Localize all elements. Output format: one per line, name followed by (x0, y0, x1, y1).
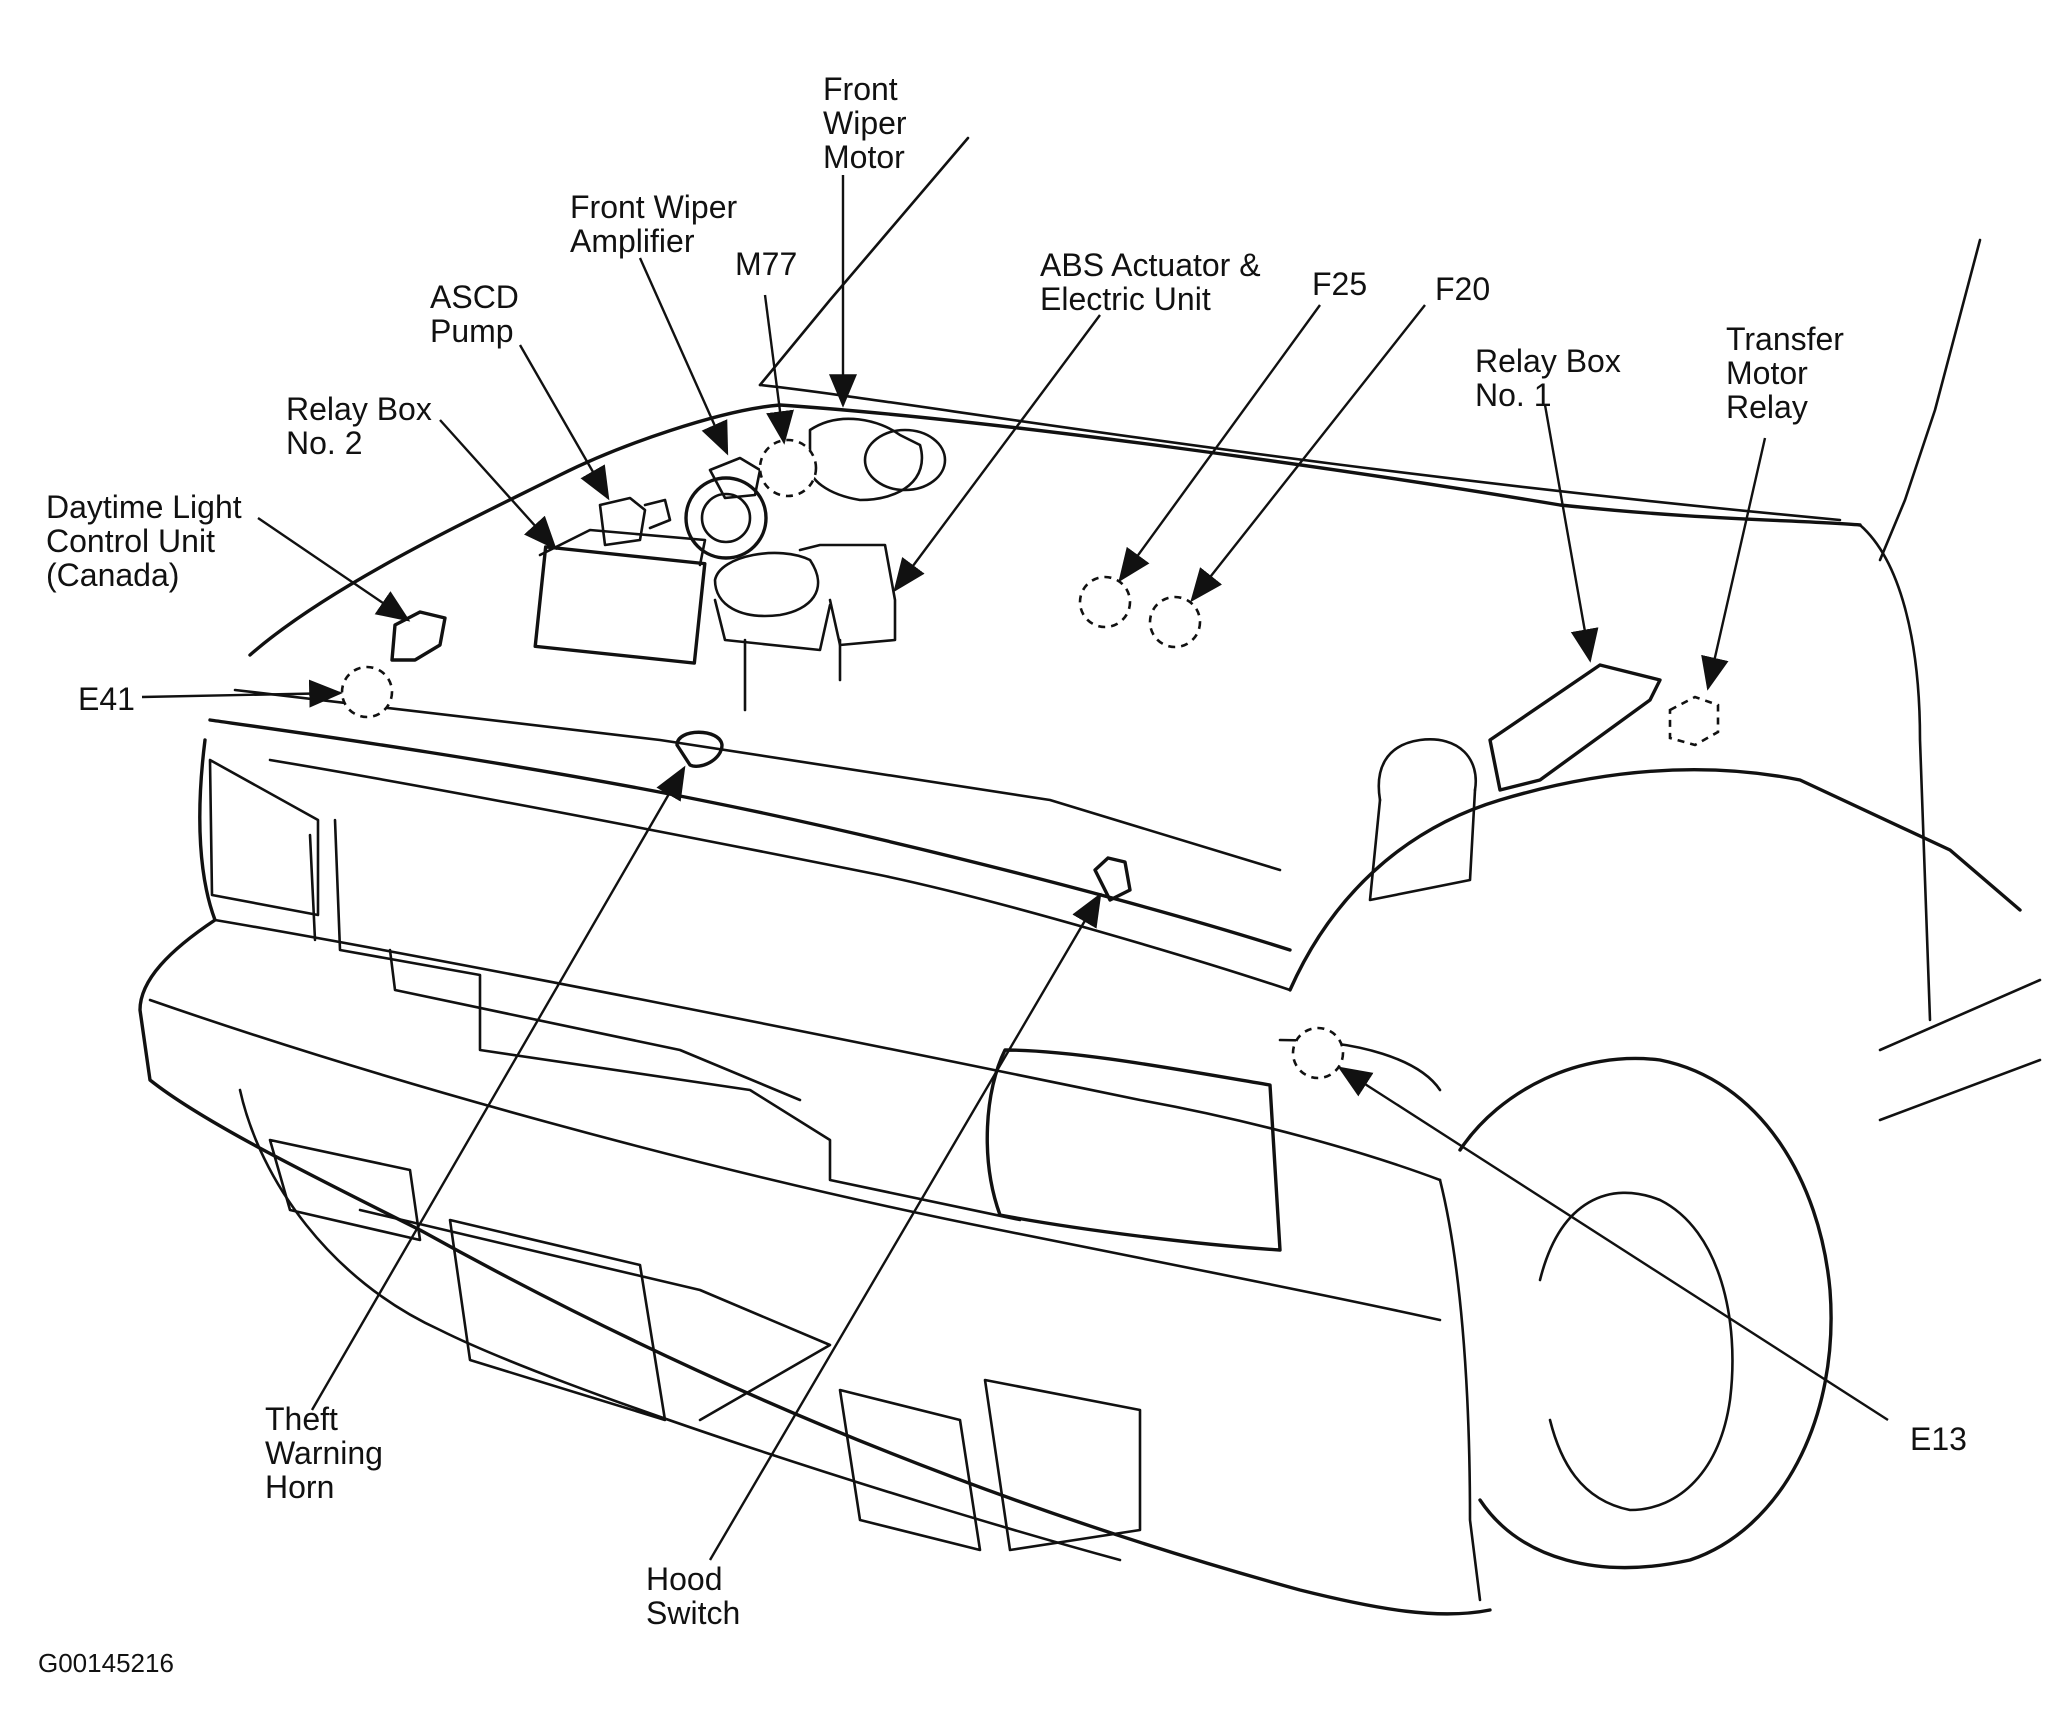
label-line: No. 2 (286, 425, 362, 461)
leader-theft-horn (310, 765, 686, 1411)
leader-relay-box-2 (439, 419, 557, 551)
label-f25: F25 (1312, 266, 1367, 302)
leader-e13 (1337, 1066, 1889, 1422)
leader-abs-actuator (893, 314, 1101, 593)
label-line: Theft (265, 1401, 338, 1437)
label-line: Switch (646, 1595, 740, 1631)
marker-transfer-motor-relay (1668, 695, 1720, 747)
label-line: Transfer (1726, 321, 1844, 357)
marker-m77 (758, 438, 818, 498)
label-line: Electric Unit (1040, 281, 1211, 317)
label-line: Relay (1726, 389, 1808, 425)
label-f20: F20 (1435, 271, 1490, 307)
label-line: E13 (1910, 1421, 1967, 1457)
label-line: E41 (78, 681, 135, 717)
label-e41: E41 (78, 681, 135, 717)
leader-hood-switch (708, 892, 1102, 1561)
location-markers (340, 438, 1720, 1080)
label-line: M77 (735, 246, 797, 282)
marker-e41 (340, 665, 394, 719)
label-line: No. 1 (1475, 377, 1551, 413)
label-line: ASCD (430, 279, 519, 315)
leader-daytime-light (257, 517, 411, 622)
label-line: F25 (1312, 266, 1367, 302)
figure-id: G00145216 (38, 1648, 174, 1678)
label-line: Motor (1726, 355, 1808, 391)
label-line: Wiper (823, 105, 907, 141)
label-abs-actuator: ABS Actuator &Electric Unit (1040, 247, 1261, 317)
label-e13: E13 (1910, 1421, 1967, 1457)
label-m77: M77 (735, 246, 797, 282)
marker-e13 (1291, 1026, 1345, 1080)
vehicle-body-art (138, 136, 2042, 1616)
label-line: Daytime Light (46, 489, 242, 525)
label-line: Control Unit (46, 523, 215, 559)
label-line: (Canada) (46, 557, 179, 593)
marker-f20 (1148, 595, 1202, 649)
marker-f25 (1078, 575, 1132, 629)
label-line: Hood (646, 1561, 723, 1597)
label-line: F20 (1435, 271, 1490, 307)
label-line: Amplifier (570, 223, 695, 259)
label-line: ABS Actuator & (1040, 247, 1261, 283)
label-line: Motor (823, 139, 905, 175)
label-line: Front Wiper (570, 189, 737, 225)
leader-ascd-pump (518, 344, 610, 501)
leader-e41 (141, 679, 343, 708)
leader-front-wiper-amplifier (638, 257, 729, 456)
leader-f25 (1118, 304, 1321, 583)
leader-m77 (763, 294, 794, 445)
leader-transfer-motor-relay (1701, 437, 1767, 691)
label-line: Horn (265, 1469, 334, 1505)
label-line: Pump (430, 313, 514, 349)
label-line: Front (823, 71, 898, 107)
label-line: Relay Box (1475, 343, 1621, 379)
leader-relay-box-1 (1543, 404, 1599, 663)
label-line: Warning (265, 1435, 383, 1471)
leader-f20 (1190, 304, 1426, 603)
leader-lines (141, 175, 1889, 1561)
label-line: Relay Box (286, 391, 432, 427)
